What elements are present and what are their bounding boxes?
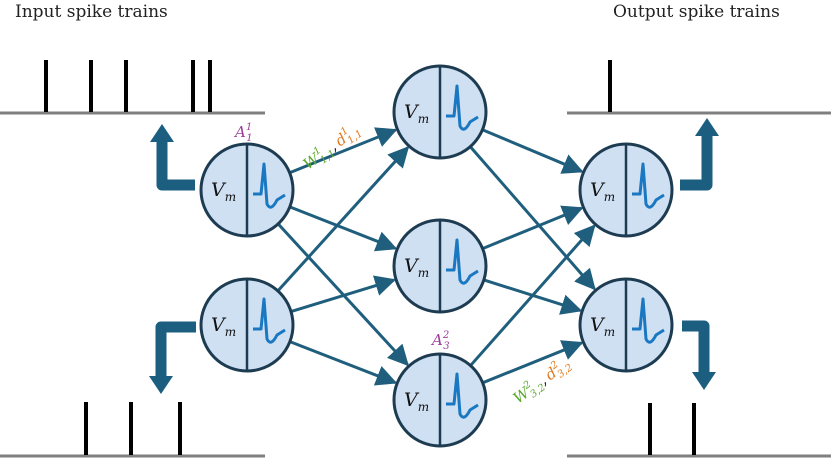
input-neuron: Vm	[199, 277, 295, 373]
label-sup: 2	[442, 330, 449, 341]
bent-arrow-icon	[150, 124, 195, 191]
label-sub: 1	[246, 133, 252, 144]
vm-sub: m	[225, 190, 236, 204]
input-spike-train-bottom	[0, 402, 265, 458]
label-base: A	[430, 331, 443, 349]
vm-sub: m	[604, 325, 615, 339]
vm-base: V	[404, 101, 420, 123]
membrane-potential-label: Vm	[211, 314, 236, 339]
membrane-potential-label: Vm	[590, 314, 615, 339]
action-potential-icon	[632, 162, 665, 209]
hidden-neuron: Vm	[392, 64, 488, 160]
vm-sub: m	[418, 112, 429, 126]
membrane-potential-label: Vm	[404, 389, 429, 414]
bent-arrow-icon	[680, 118, 719, 191]
svg-text:A11: A11	[233, 122, 253, 144]
input-spike-train-top	[0, 60, 265, 115]
synapse-arrow	[469, 224, 596, 367]
membrane-potential-label: Vm	[404, 255, 429, 280]
output-neuron: Vm	[578, 277, 674, 373]
synapse-arrow	[289, 127, 398, 175]
output-spike-train-top	[567, 60, 831, 115]
bent-arrow-icon	[149, 321, 196, 394]
label-sub: 3	[443, 341, 449, 352]
weight-delay-label-32: W23,2,d23,2	[509, 353, 575, 409]
output-neuron: Vm	[578, 142, 674, 238]
synapse-arrow	[289, 340, 398, 386]
input-neuron: Vm	[199, 142, 295, 238]
synapse-arrow	[482, 340, 584, 385]
action-potential-icon	[446, 84, 479, 131]
synapse-arrow	[289, 205, 398, 252]
membrane-potential-label: Vm	[211, 179, 236, 204]
synapse-arrow	[276, 146, 410, 292]
vm-base: V	[404, 255, 420, 277]
output-spike-train-bottom	[567, 403, 831, 458]
bent-arrow-icon	[682, 320, 716, 390]
membrane-potential-label: Vm	[590, 179, 615, 204]
synapse-arrow	[290, 275, 397, 313]
action-potential-icon	[446, 372, 479, 419]
vm-base: V	[590, 314, 606, 336]
vm-sub: m	[418, 266, 429, 280]
action-potential-icon	[446, 238, 479, 285]
action-potential-icon	[632, 297, 665, 344]
hidden-neuron: Vm	[392, 352, 488, 448]
label-sup: 1	[246, 122, 252, 133]
weight-sup: 1	[312, 145, 324, 158]
vm-base: V	[590, 179, 606, 201]
action-potential-icon	[253, 297, 286, 344]
svg-text:A23: A23	[430, 330, 450, 352]
vm-base: V	[211, 179, 227, 201]
vm-base: V	[404, 389, 420, 411]
label-base: A	[233, 123, 246, 141]
vm-base: V	[211, 314, 227, 336]
delay-sup: 1	[339, 125, 351, 138]
synapse-arrow	[469, 145, 596, 291]
vm-sub: m	[418, 400, 429, 414]
svg-text:W23,2,d23,2: W23,2,d23,2	[509, 353, 575, 409]
output-title: Output spike trains	[613, 2, 780, 22]
synapse-connections	[276, 127, 596, 386]
input-title: Input spike trains	[15, 2, 168, 22]
vm-sub: m	[604, 190, 615, 204]
vm-sub: m	[225, 325, 236, 339]
action-potential-icon	[253, 162, 286, 209]
hidden-neuron: Vm	[392, 218, 488, 314]
membrane-potential-label: Vm	[404, 101, 429, 126]
synapse-arrow	[481, 128, 584, 174]
synapse-arrow	[482, 205, 584, 250]
